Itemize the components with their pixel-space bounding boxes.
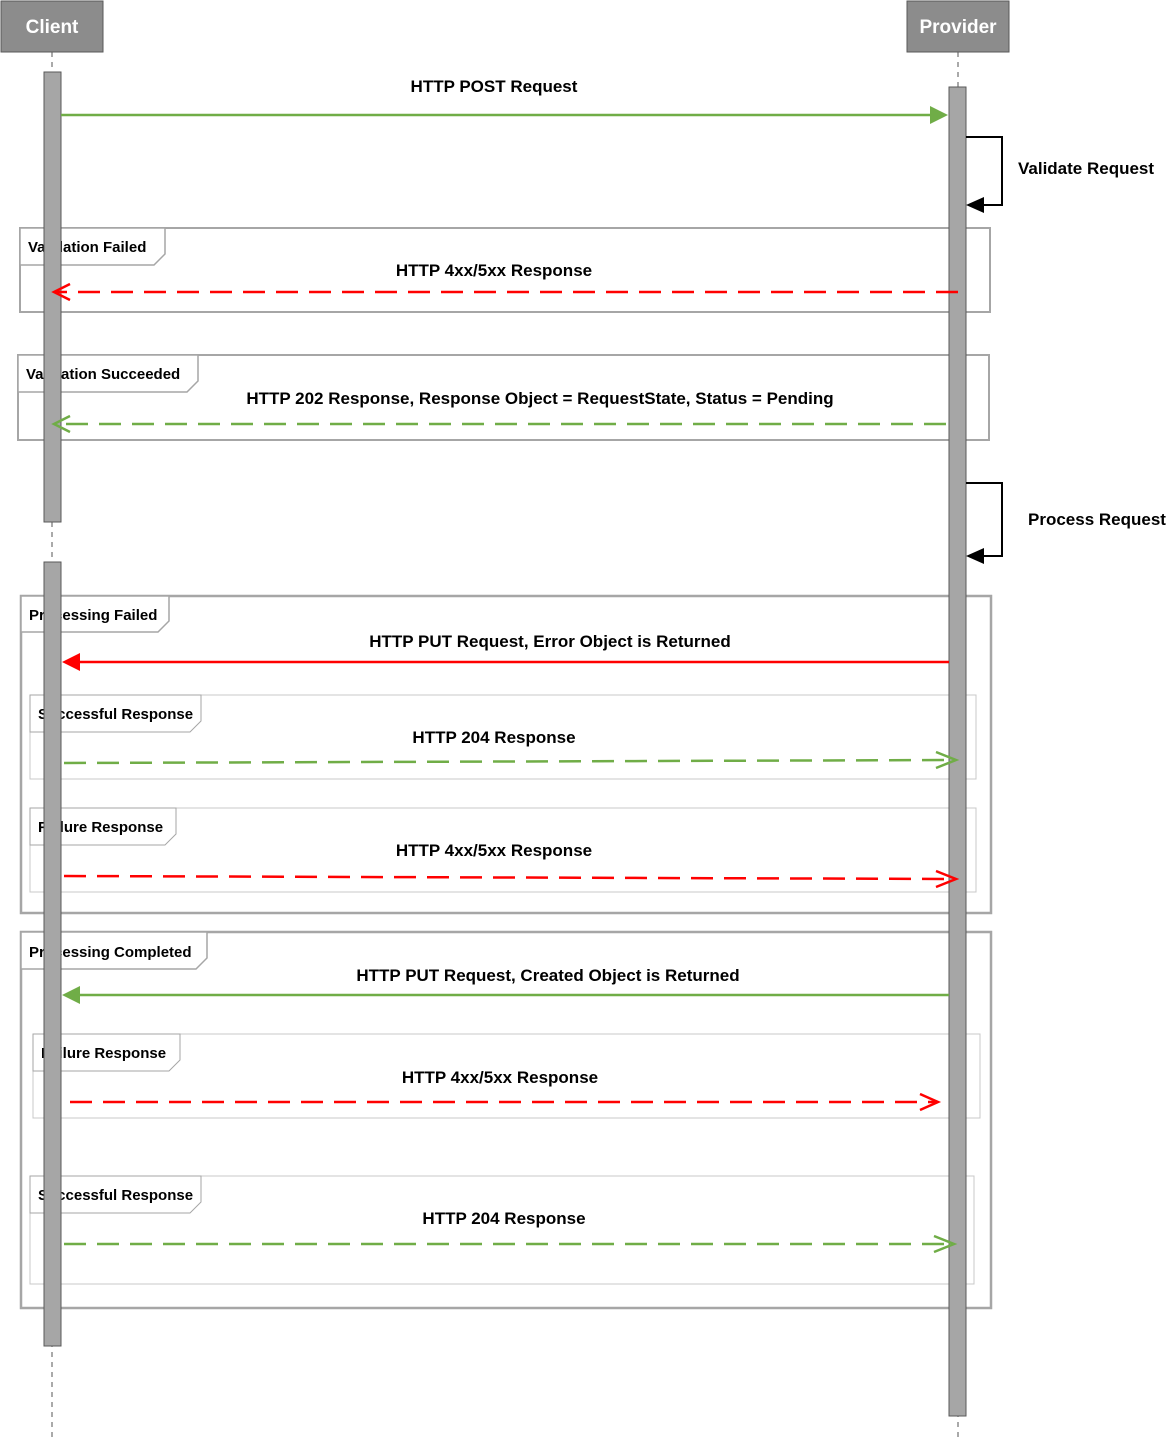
message-label: HTTP 4xx/5xx Response bbox=[396, 841, 592, 860]
participant-provider-label: Provider bbox=[919, 17, 997, 38]
message-error-response-1: HTTP 4xx/5xx Response bbox=[63, 841, 960, 889]
fragment-failure-response-1: Failure Response bbox=[29, 807, 977, 893]
message-http-post: HTTP POST Request bbox=[61, 77, 948, 124]
participant-client-label: Client bbox=[26, 17, 79, 38]
participant-client: Client bbox=[0, 0, 104, 53]
message-202-response: HTTP 202 Response, Response Object = Req… bbox=[51, 389, 946, 434]
client-activation-1 bbox=[43, 71, 62, 523]
fragment-failure-response-2: Failure Response bbox=[32, 1033, 981, 1119]
message-label: HTTP 4xx/5xx Response bbox=[402, 1068, 598, 1087]
fragment-successful-response-2: Successful Response bbox=[29, 1175, 975, 1285]
fragment-label: Successful Response bbox=[38, 1187, 193, 1204]
message-label: HTTP PUT Request, Error Object is Return… bbox=[369, 632, 730, 651]
self-message-process: Process Request bbox=[966, 482, 1166, 564]
message-204-response-2: HTTP 204 Response bbox=[64, 1209, 958, 1254]
message-validation-error-response: HTTP 4xx/5xx Response bbox=[51, 261, 958, 302]
message-label: HTTP 204 Response bbox=[422, 1209, 585, 1228]
message-label: HTTP 204 Response bbox=[412, 728, 575, 747]
message-error-response-2: HTTP 4xx/5xx Response bbox=[70, 1068, 942, 1112]
self-message-label: Process Request bbox=[1028, 510, 1166, 529]
fragment-label: Failure Response bbox=[41, 1045, 166, 1062]
message-put-error: HTTP PUT Request, Error Object is Return… bbox=[62, 632, 949, 671]
message-put-created: HTTP PUT Request, Created Object is Retu… bbox=[62, 966, 949, 1004]
fragment-label: Validation Succeeded bbox=[26, 366, 180, 383]
fragment-label: Successful Response bbox=[38, 706, 193, 723]
client-activation-2 bbox=[43, 561, 62, 1347]
self-message-validate: Validate Request bbox=[966, 136, 1154, 213]
fragment-successful-response-1: Successful Response bbox=[29, 694, 977, 780]
provider-activation bbox=[948, 86, 967, 1417]
message-label: HTTP POST Request bbox=[411, 77, 578, 96]
message-204-response-1: HTTP 204 Response bbox=[63, 728, 960, 770]
fragment-processing-completed: Processing Completed bbox=[19, 930, 993, 1310]
message-label: HTTP 4xx/5xx Response bbox=[396, 261, 592, 280]
fragment-label: Failure Response bbox=[38, 819, 163, 836]
participant-provider: Provider bbox=[906, 0, 1010, 53]
message-label: HTTP PUT Request, Created Object is Retu… bbox=[356, 966, 739, 985]
fragment-label: Processing Completed bbox=[29, 944, 192, 961]
self-message-label: Validate Request bbox=[1018, 159, 1154, 178]
message-label: HTTP 202 Response, Response Object = Req… bbox=[246, 389, 833, 408]
fragment-validation-succeeded: Validation Succeeded bbox=[17, 354, 990, 441]
